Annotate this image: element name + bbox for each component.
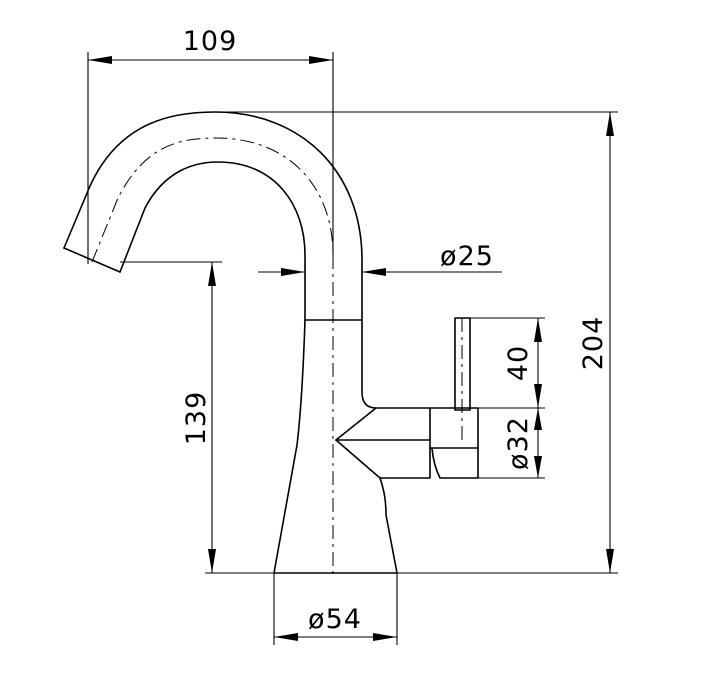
dimension-label-overall-height: 204 bbox=[578, 316, 609, 371]
arrowhead bbox=[606, 549, 614, 573]
dimension-base-diameter: ø54 bbox=[273, 573, 398, 645]
faucet-outline bbox=[63, 111, 479, 574]
dimension-spout-diameter: ø25 bbox=[258, 241, 502, 276]
arrowhead bbox=[309, 56, 333, 64]
dimension-label-spout-reach: 109 bbox=[183, 26, 238, 57]
handle-cap bbox=[429, 407, 479, 479]
dimension-label-base-diameter: ø54 bbox=[308, 604, 362, 635]
spout-center-line bbox=[91, 137, 334, 263]
dimension-label-spout-height: 139 bbox=[181, 391, 212, 446]
arrowhead bbox=[208, 549, 216, 573]
dimension-overall-height: 204 bbox=[215, 111, 618, 574]
dimension-label-handle-height: 40 bbox=[503, 345, 534, 381]
arrowhead bbox=[281, 268, 305, 276]
spout-outer-edge bbox=[63, 111, 363, 321]
valve-cylinder bbox=[375, 407, 431, 479]
arrowhead bbox=[208, 262, 216, 286]
spout-inner-edge bbox=[119, 161, 306, 321]
dimension-label-handle-diameter: ø32 bbox=[503, 416, 534, 470]
dimension-handle-diameter: ø32 bbox=[478, 408, 545, 479]
arrowhead bbox=[606, 112, 614, 136]
cone-upper-edge bbox=[335, 407, 377, 441]
body-right-edge-upper bbox=[361, 319, 377, 409]
arrowhead bbox=[362, 268, 386, 276]
spout-tip-face bbox=[63, 247, 121, 273]
cone-lower-edge bbox=[335, 439, 381, 479]
arrowhead bbox=[274, 633, 298, 641]
arrowhead bbox=[534, 384, 542, 408]
dimension-label-spout-diameter: ø25 bbox=[440, 241, 494, 272]
arrowhead bbox=[534, 408, 542, 430]
arrowhead bbox=[88, 56, 112, 64]
arrowhead bbox=[534, 318, 542, 342]
center-lines bbox=[91, 137, 463, 575]
dimension-spout-height: 139 bbox=[120, 261, 274, 574]
body-left-edge bbox=[273, 319, 306, 574]
arrowhead bbox=[373, 633, 397, 641]
body-right-edge-lower bbox=[379, 477, 398, 574]
dimension-spout-reach: 109 bbox=[87, 26, 334, 264]
arrowhead bbox=[534, 456, 542, 478]
dimension-handle-height: 40 bbox=[470, 317, 545, 409]
